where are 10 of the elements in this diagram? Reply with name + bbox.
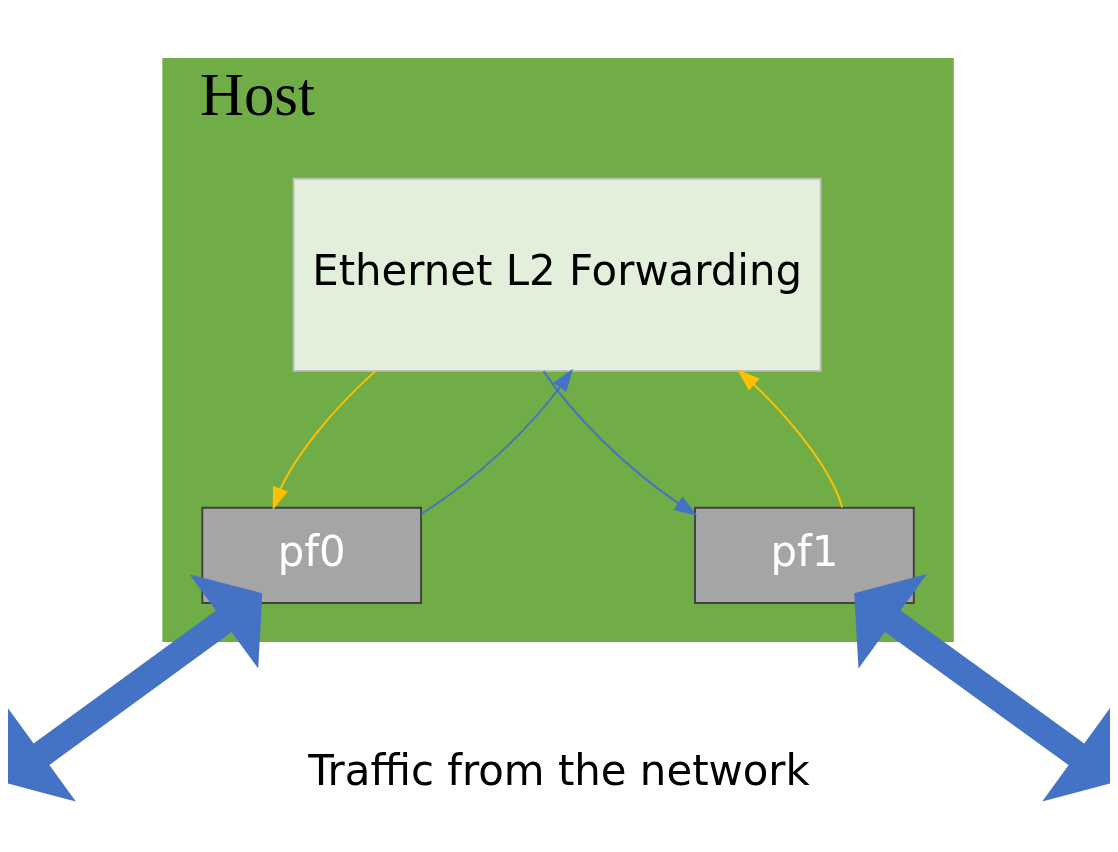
arrow [8, 574, 263, 802]
arrow [420, 368, 573, 515]
arrow [737, 369, 844, 509]
arrow [854, 574, 1110, 802]
node-box: Ethernet L2 Forwarding [292, 177, 822, 372]
label: Traffic from the network [308, 745, 810, 795]
arrow [272, 370, 377, 511]
arrow [542, 370, 698, 516]
node-box: pf0 [201, 506, 422, 604]
node-box: pf1 [694, 506, 915, 604]
